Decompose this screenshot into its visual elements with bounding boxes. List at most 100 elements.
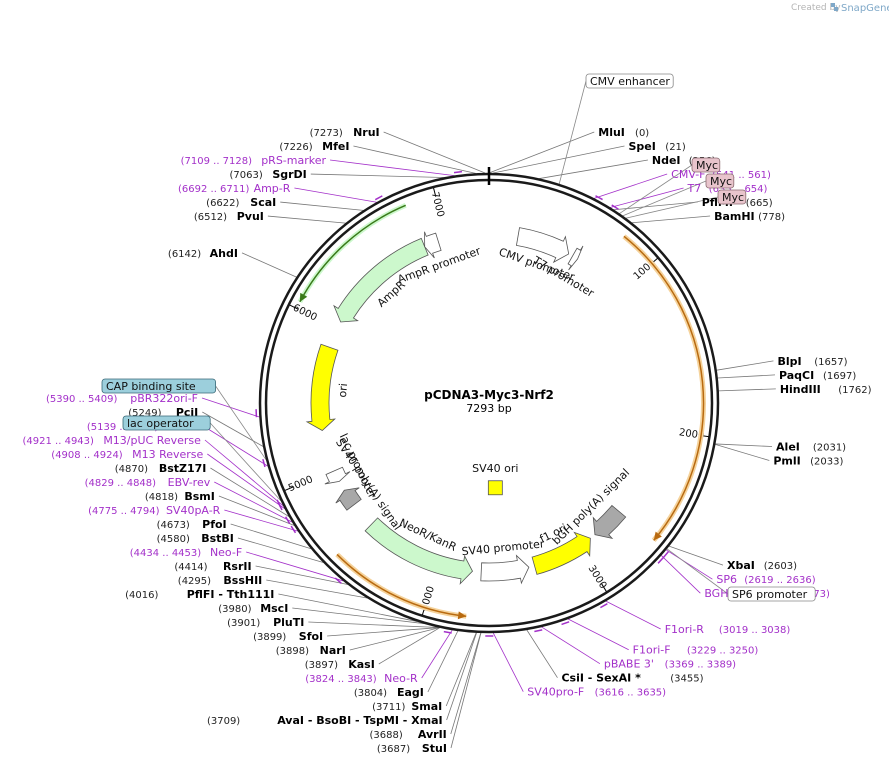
site-msci-label: MscI (3980) <box>218 602 288 615</box>
brand-text: SnapGene <box>841 3 889 14</box>
primer-m13-puc-reverse-name: M13/pUC Reverse <box>103 434 201 447</box>
site-msci-name: MscI <box>260 602 288 615</box>
site-nari-leader <box>349 627 440 651</box>
site-smai-label: SmaI(3711) <box>372 700 442 713</box>
site-smai-position: (3711) <box>372 702 405 713</box>
site-nrui-name: NruI <box>353 126 380 139</box>
primer-f1ori-f-leader <box>567 618 629 651</box>
boxed-label-lac-operator-leader <box>209 422 282 502</box>
site-msci-leader <box>292 607 424 624</box>
site-hindiii-name: HindIII <box>780 383 821 396</box>
feature-t7-promoter <box>567 245 584 271</box>
site-nari-name: NarI <box>320 644 346 657</box>
site-spei-position: (21) <box>665 142 686 153</box>
boxed-label-sp6-promoter-box <box>727 586 816 602</box>
site-bsmi-label: BsmI(4818) <box>145 490 215 503</box>
primer-pbr322ori-f-label: pBR322ori-F (5390 .. 5409) <box>46 392 198 405</box>
primer-t7-name: T7 <box>687 182 702 195</box>
primer-neo-f-position: (4434 .. 4453) <box>130 548 202 559</box>
site-pluti-label: PluTI(3901) <box>227 616 304 629</box>
site-nari-label: NarI(3898) <box>276 644 346 657</box>
boxed-label-myc-leader <box>619 164 693 214</box>
site-paqci-name: PaqCI <box>779 369 814 382</box>
boxed-label-sp6-promoter: SP6 promoter <box>732 588 808 601</box>
site-spei-name: SpeI <box>628 140 655 153</box>
site-avrii-position: (3688) <box>370 730 403 741</box>
primer-amp-r-leader <box>294 187 377 203</box>
site-pfoi-label: PfoI(4673) <box>157 518 227 531</box>
feature-ampr-promoter <box>424 231 442 259</box>
site-msci-position: (3980) <box>218 604 251 615</box>
primer-m13-reverse-position: (4908 .. 4924) <box>51 450 123 461</box>
ring-feature-neor-kanr-band <box>335 552 467 619</box>
site-kasi-name: KasI <box>348 658 375 671</box>
site-ahdi-label: AhdI(6142) <box>168 247 238 260</box>
feature-sv40-ori-label: SV40 ori <box>472 462 518 475</box>
site-csii-sexai-label: CsiI - SexAI *(3455) <box>561 672 703 685</box>
snapgene-logo: SnapGene <box>831 3 889 14</box>
plasmid-name: pCDNA3-Myc3-Nrf2 <box>424 388 554 402</box>
primer-f1ori-r-name: F1ori-R <box>665 623 705 636</box>
primer-f1ori-r-label: F1ori-R (3019 .. 3038) <box>665 623 791 636</box>
primer-bgh-rev-marker <box>657 556 665 564</box>
primer-amp-r-marker <box>374 195 383 201</box>
site-hindiii-position: (1762) <box>838 385 871 396</box>
site-xbai-name: XbaI <box>727 559 755 572</box>
site-pcii-leader <box>202 411 264 447</box>
feature-sv40-promoter-label: SV40 promoter <box>461 537 545 558</box>
ring-feature-nrf2-band <box>622 234 706 542</box>
site-pfoi-leader <box>230 523 312 550</box>
site-pfoi-position: (4673) <box>157 520 190 531</box>
site-avai-bsobi-tspmi-xmai-name: AvaI - BsoBI - TspMI - XmaI <box>277 714 442 727</box>
primer-m13-puc-reverse-label: M13/pUC Reverse(4921 .. 4943) <box>23 434 202 447</box>
primer-t7-marker <box>611 204 619 210</box>
feature-ori-label: ori <box>336 383 350 398</box>
boxed-label-myc-leader <box>625 196 719 219</box>
site-mfei-label: MfeI(7226) <box>279 140 349 153</box>
primer-pbr322ori-f-position: (5390 .. 5409) <box>46 394 118 405</box>
site-rsrii-name: RsrII <box>223 560 252 573</box>
primer-sv40pro-f-label: SV40pro-F(3616 .. 3635) <box>527 686 666 699</box>
primer-amp-r-label: Amp-R(6692 .. 6711) <box>178 182 291 195</box>
primer-pbr322ori-f-name: pBR322ori-F <box>130 392 198 405</box>
site-xbai-position: (2603) <box>764 561 797 572</box>
backbone-ring <box>258 167 720 634</box>
site-pflmi-position: (665) <box>746 198 773 209</box>
primer-sp6-name: SP6 <box>716 573 737 586</box>
site-bsshii-position: (4295) <box>178 576 211 587</box>
site-bsmi-leader <box>218 495 295 526</box>
site-pflfi-tth111i-label: PflFI - Tth111I(4016) <box>125 588 274 601</box>
credit-text: Created by <box>791 3 841 13</box>
feature-sv40-promoter <box>480 554 530 585</box>
site-sfoi-position: (3899) <box>253 632 286 643</box>
primer-prs-marker-leader <box>329 159 455 177</box>
site-avrii-leader <box>450 632 482 735</box>
site-bstbi-label: BstBI(4580) <box>157 532 234 545</box>
site-bstz17i-leader <box>210 467 290 517</box>
site-xbai-label: XbaI (2603) <box>727 559 797 572</box>
primer-prs-marker-label: pRS-marker(7109 .. 7128) <box>181 154 327 167</box>
site-sgrdi-position: (7063) <box>230 170 263 181</box>
boxed-label-myc-box <box>691 157 721 173</box>
site-mlui-position: (0) <box>635 128 649 139</box>
primer-sv40pa-r-leader <box>224 509 299 532</box>
site-bamhi-name: BamHI <box>714 210 755 223</box>
tick-mark <box>284 486 294 491</box>
site-blpi-label: BlpI(1657) <box>777 355 847 368</box>
ring-feature-neor-kanr-arrowhead <box>457 611 467 620</box>
site-scai-leader <box>280 201 364 211</box>
site-scai-label: ScaI(6622) <box>206 196 276 209</box>
ring-features <box>297 203 706 620</box>
site-pluti-position: (3901) <box>227 618 260 629</box>
site-pmli-name: PmlI <box>773 455 800 468</box>
primer-l4440-position: (5139 .. 5156) <box>87 422 159 433</box>
site-pflfi-tth111i-name: PflFI - Tth111I <box>187 588 275 601</box>
site-bstz17i-name: BstZ17I <box>159 462 207 475</box>
primer-neo-f-label: Neo-F(4434 .. 4453) <box>130 546 242 559</box>
primer-sv40pa-r-name: SV40pA-R <box>166 504 221 517</box>
boxed-label-myc-box <box>717 189 747 205</box>
primer-f1ori-r-position: (3019 .. 3038) <box>719 625 791 636</box>
site-pvui-leader <box>267 215 346 224</box>
primer-pbabe-3-label: pBABE 3'(3369 .. 3389) <box>604 658 736 671</box>
site-bamhi-leader <box>631 215 711 224</box>
